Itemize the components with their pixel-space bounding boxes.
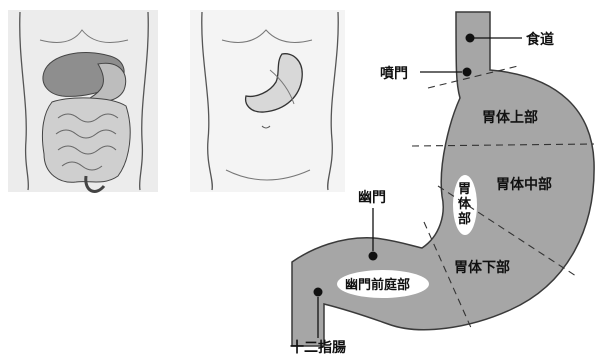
pylorus-label: 幽門 — [358, 190, 386, 206]
upper-body-label: 胃体上部 — [482, 109, 538, 126]
gastric-body-label-2: 体 — [458, 196, 472, 212]
antrum-label: 幽門前庭部 — [345, 277, 410, 293]
cardia-dot — [463, 68, 472, 77]
pylorus-dot — [369, 252, 378, 261]
torso-organs-illustration — [8, 10, 158, 192]
middle-body-label: 胃体中部 — [496, 176, 552, 193]
intestines-icon — [42, 98, 130, 182]
lower-body-label: 胃体下部 — [454, 259, 510, 276]
esophagus-label: 食道 — [526, 31, 554, 48]
gastric-body-label-1: 胃 — [458, 182, 471, 197]
duodenum-dot — [314, 288, 323, 297]
gastric-body-label-3: 部 — [458, 211, 471, 227]
duodenum-label: 十二指腸 — [290, 339, 346, 356]
esophagus-dot — [466, 34, 475, 43]
cardia-label: 噴門 — [380, 65, 408, 82]
torso-stomach-illustration — [190, 10, 345, 192]
